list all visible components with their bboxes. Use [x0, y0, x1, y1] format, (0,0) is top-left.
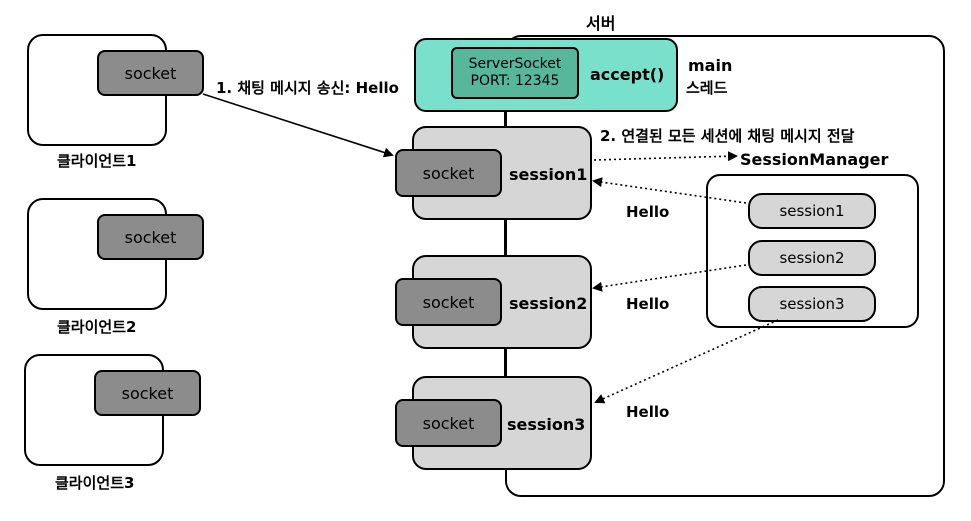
session-3-socket: socket — [395, 399, 502, 447]
step-2-label: 2. 연결된 모든 세션에 채팅 메시지 전달 — [600, 127, 855, 145]
client-3-socket: socket — [94, 370, 201, 416]
manager-session-2: session2 — [748, 240, 876, 276]
server-socket-name: ServerSocket — [468, 56, 562, 72]
arrow-manager-to-session3 — [594, 319, 779, 404]
server-socket-box: ServerSocket PORT: 12345 — [451, 47, 579, 99]
main-label: main — [688, 56, 733, 75]
manager-session-1: session1 — [748, 193, 876, 229]
client-1-socket: socket — [97, 50, 204, 96]
arrow-session1-to-manager — [593, 151, 738, 162]
thread-label: 스레드 — [686, 79, 728, 97]
session-manager-title: SessionManager — [740, 150, 889, 169]
manager-session-3: session3 — [748, 286, 876, 322]
client-1-label: 클라이언트1 — [57, 152, 137, 170]
client-2-label: 클라이언트2 — [57, 318, 137, 336]
arrow-manager-to-session1 — [592, 177, 747, 204]
session-2-name: session2 — [509, 294, 588, 313]
hello-label-3: Hello — [626, 403, 670, 421]
arrow-client1-to-session1 — [202, 93, 394, 158]
step-1-label: 1. 채팅 메시지 송신: Hello — [216, 79, 399, 97]
client-2-socket: socket — [97, 214, 204, 260]
session-3-name: session3 — [507, 415, 586, 434]
client-3-label: 클라이언트3 — [55, 474, 135, 492]
session-2-socket: socket — [395, 278, 502, 326]
session-1-socket: socket — [395, 149, 502, 197]
hello-label-2: Hello — [626, 295, 670, 313]
server-socket-port: PORT: 12345 — [470, 73, 560, 89]
arrow-manager-to-session2 — [592, 264, 747, 292]
hello-label-1: Hello — [626, 203, 670, 221]
accept-label: accept() — [590, 65, 665, 84]
session-1-name: session1 — [509, 165, 588, 184]
server-title: 서버 — [586, 14, 616, 33]
